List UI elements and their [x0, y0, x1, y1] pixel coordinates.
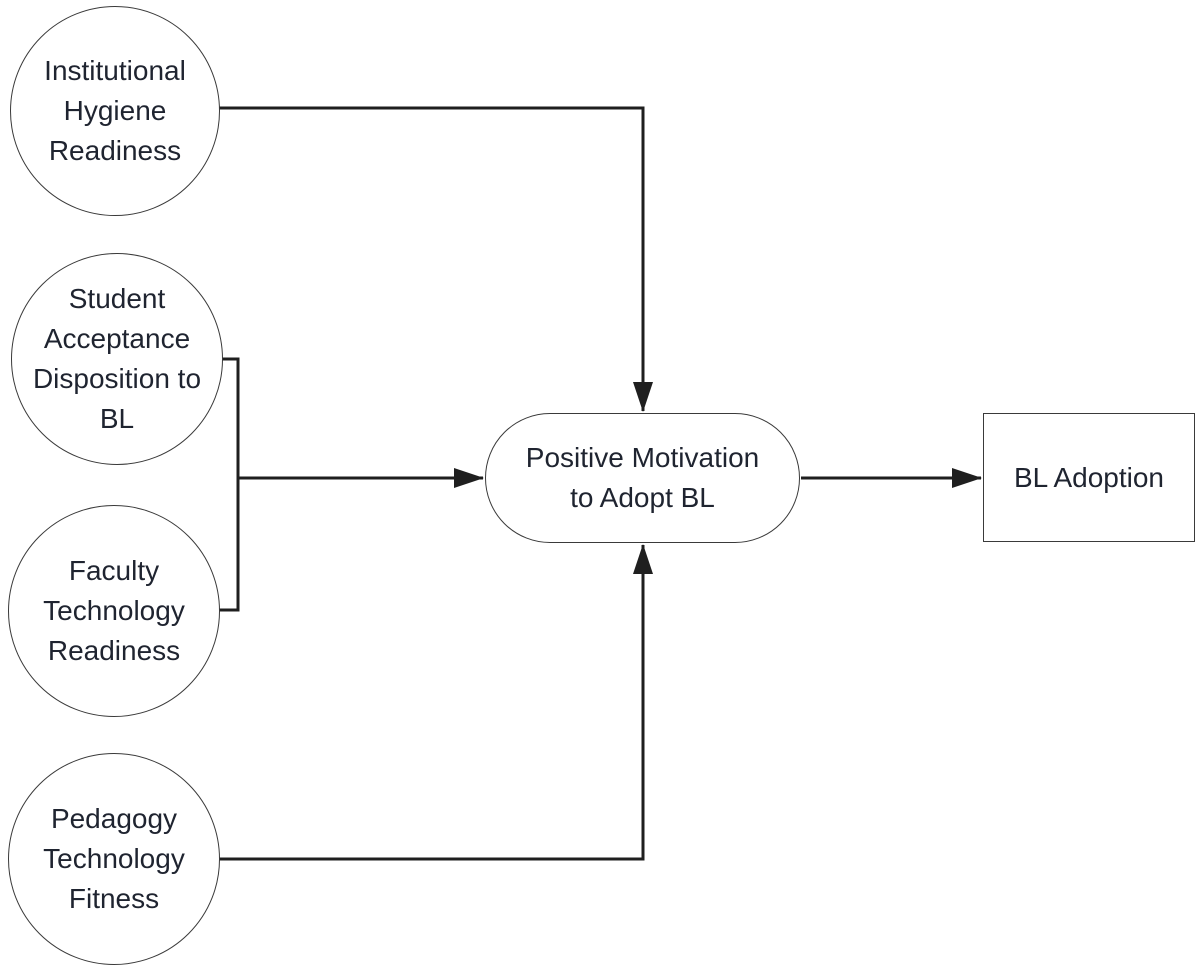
node-student-acceptance-disposition: Student Acceptance Disposition to BL	[11, 253, 223, 465]
node-bl-adoption: BL Adoption	[983, 413, 1195, 542]
node-label-bl-adoption: BL Adoption	[1014, 461, 1164, 493]
arrow-institutional-to-motivation	[200, 106, 653, 412]
node-label-institutional-hygiene-readiness: Institutional Hygiene Readiness	[44, 55, 186, 166]
node-label-pedagogy-technology-fitness: Pedagogy Technology Fitness	[43, 803, 185, 914]
node-institutional-hygiene-readiness: Institutional Hygiene Readiness	[10, 6, 220, 216]
node-label-student-acceptance-disposition: Student Acceptance Disposition to BL	[32, 283, 202, 434]
node-faculty-technology-readiness: Faculty Technology Readiness	[8, 505, 220, 717]
node-label-positive-motivation: Positive Motivation to Adopt BL	[525, 442, 760, 513]
node-label-faculty-technology-readiness: Faculty Technology Readiness	[43, 555, 185, 666]
node-positive-motivation: Positive Motivation to Adopt BL	[485, 413, 800, 543]
arrow-pedagogy-to-motivation	[200, 544, 653, 861]
node-pedagogy-technology-fitness: Pedagogy Technology Fitness	[8, 753, 220, 965]
